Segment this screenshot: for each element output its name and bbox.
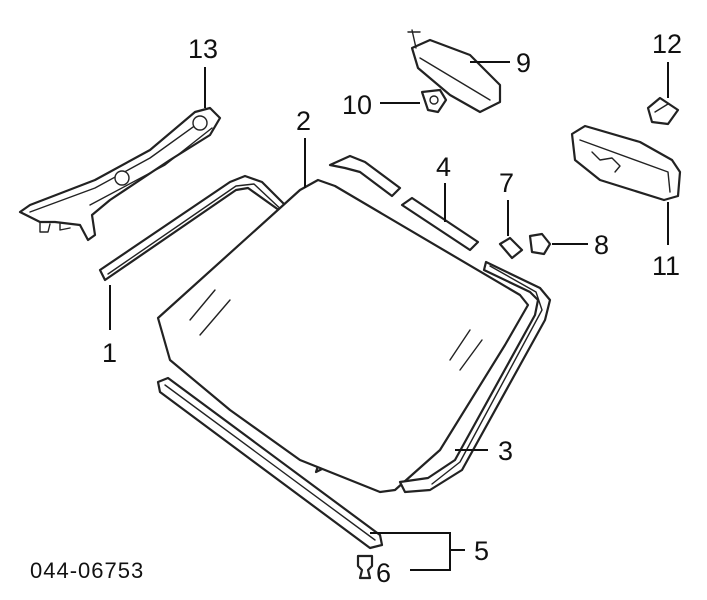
callout-6: 6 — [376, 558, 391, 588]
callout-13: 13 — [188, 34, 218, 64]
clip — [528, 232, 552, 256]
callout-2: 2 — [296, 106, 311, 136]
side-strip — [328, 154, 480, 252]
callout-1: 1 — [102, 338, 117, 368]
callout-3: 3 — [498, 436, 513, 466]
mirror-mount — [646, 96, 680, 126]
lower-molding — [156, 376, 384, 550]
callout-8: 8 — [594, 230, 609, 260]
callout-9: 9 — [516, 48, 531, 78]
pad — [498, 236, 524, 260]
callout-5: 5 — [474, 536, 489, 566]
lower-clip — [356, 554, 374, 580]
visor-clip — [420, 88, 448, 114]
callout-7: 7 — [499, 168, 514, 198]
callout-12: 12 — [652, 29, 682, 59]
windshield-glass — [156, 178, 530, 494]
callout-11: 11 — [652, 251, 680, 281]
weatherstrip — [398, 260, 552, 494]
a-pillar-trim — [18, 106, 222, 242]
rear-view-mirror — [570, 124, 682, 202]
diagram-code: 044-06753 — [30, 558, 144, 583]
leader-5 — [370, 532, 451, 571]
callout-4: 4 — [436, 152, 451, 182]
callout-10: 10 — [342, 90, 372, 120]
sun-visor — [407, 29, 502, 114]
